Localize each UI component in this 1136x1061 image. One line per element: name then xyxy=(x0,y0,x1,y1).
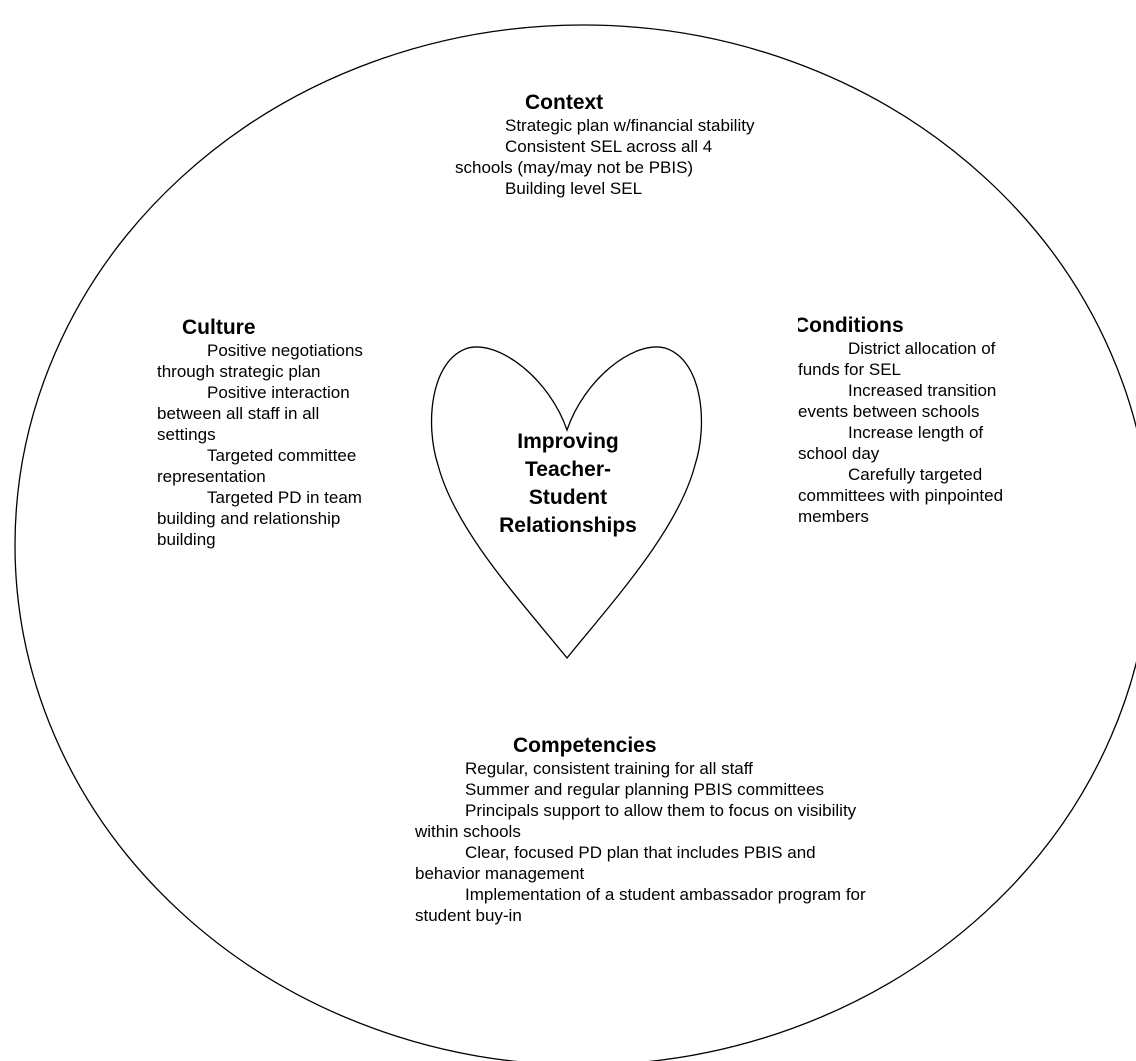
competencies-item: Clear, focused PD plan that includes PBI… xyxy=(415,843,816,883)
context-item: Strategic plan w/financial stability xyxy=(505,116,755,135)
center-label: Improving Teacher-Student Relationships xyxy=(499,430,637,537)
competencies-item: Principals support to allow them to focu… xyxy=(415,801,857,841)
context-list: Strategic plan w/financial stability Con… xyxy=(455,115,760,199)
culture-list: Positive negotiations through strategic … xyxy=(157,340,372,550)
competencies-item: Regular, consistent training for all sta… xyxy=(465,759,753,778)
conditions-item: District allocation of funds for SEL xyxy=(798,339,996,379)
conditions-item: Increase length of school day xyxy=(798,423,984,463)
context-title: Context xyxy=(525,91,604,114)
conditions-list: District allocation of funds for SEL Inc… xyxy=(798,338,1013,527)
competencies-title: Competencies xyxy=(513,734,657,757)
conditions-item: Increased transition events between scho… xyxy=(798,381,997,421)
culture-title: Culture xyxy=(182,316,256,339)
competencies-item: Implementation of a student ambassador p… xyxy=(415,885,866,925)
outer-circle xyxy=(14,24,1136,1061)
culture-item: Positive interaction between all staff i… xyxy=(157,383,350,444)
conditions-section: Conditions District allocation of funds … xyxy=(798,313,1013,527)
competencies-list: Regular, consistent training for all sta… xyxy=(415,758,885,926)
culture-item: Targeted PD in team building and relatio… xyxy=(157,488,362,549)
competencies-section: Competencies Regular, consistent trainin… xyxy=(415,733,885,926)
conditions-item: Carefully targeted committees with pinpo… xyxy=(798,465,1004,526)
context-item: Building level SEL xyxy=(505,179,643,198)
conditions-title: Conditions xyxy=(798,314,904,337)
heart-shape xyxy=(430,346,703,660)
culture-item: Targeted committee representation xyxy=(157,446,357,486)
context-section: Context Strategic plan w/financial stabi… xyxy=(455,90,760,232)
context-item: Consistent SEL across all 4 schools (may… xyxy=(455,137,713,177)
culture-section: Culture Positive negotiations through st… xyxy=(157,315,372,550)
competencies-item: Summer and regular planning PBIS committ… xyxy=(465,780,825,799)
culture-item: Positive negotiations through strategic … xyxy=(157,341,363,381)
